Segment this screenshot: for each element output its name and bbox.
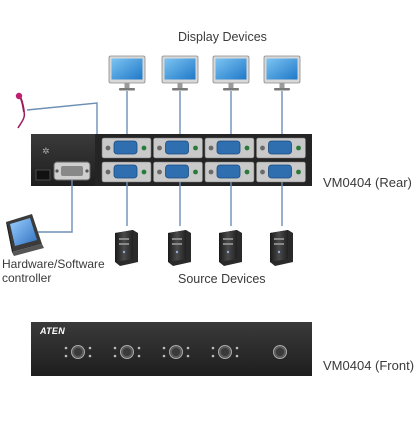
monitor-icon — [212, 55, 250, 91]
front-controls — [64, 345, 287, 359]
port-block — [256, 137, 306, 183]
front-port-button — [273, 345, 287, 359]
vga-input-port — [216, 164, 241, 179]
display-devices-label: Display Devices — [178, 30, 267, 44]
led-indicator — [113, 346, 117, 350]
led-indicator — [64, 354, 68, 358]
port-block — [204, 137, 255, 183]
source-devices-group — [115, 230, 293, 266]
pc-tower-icon — [270, 230, 293, 266]
vga-output-port — [268, 140, 292, 155]
led-indicator — [211, 354, 215, 358]
audio-port — [141, 145, 147, 151]
audio-port — [244, 145, 250, 151]
display-cables — [126, 91, 283, 142]
vga-input-port — [268, 164, 292, 179]
controller-label-line1: Hardware/Software — [2, 257, 105, 271]
brand-logo: ATEN — [40, 326, 66, 336]
audio-port — [193, 145, 198, 151]
led-indicator — [211, 346, 215, 350]
front-unit — [31, 322, 312, 376]
led-indicator — [113, 354, 117, 358]
audio-port — [141, 169, 147, 175]
front-port-button — [211, 345, 239, 359]
audio-port — [296, 145, 301, 151]
led-indicator — [137, 354, 141, 358]
led-indicator — [235, 354, 239, 358]
front-port-button — [64, 345, 92, 359]
monitor-icon — [161, 55, 199, 91]
pc-tower-icon — [168, 230, 191, 266]
front-port-button — [162, 345, 190, 359]
power-jack — [35, 169, 51, 181]
led-indicator — [88, 354, 92, 358]
rear-port-blocks — [101, 137, 306, 183]
audio-port — [296, 169, 301, 175]
source-cables — [126, 182, 283, 226]
led-indicator — [162, 354, 166, 358]
vga-output-port — [113, 140, 138, 155]
audio-port — [193, 169, 198, 175]
source-devices-label: Source Devices — [178, 272, 266, 286]
controller-label: Hardware/Software controller — [2, 257, 112, 285]
port-block — [153, 137, 203, 183]
monitor-icon — [263, 55, 301, 91]
led-indicator — [186, 346, 190, 350]
rear-unit: ✲ — [31, 134, 312, 186]
pc-tower-icon — [219, 230, 242, 266]
led-indicator — [162, 346, 166, 350]
front-unit-label: VM0404 (Front) — [323, 358, 415, 373]
pc-tower-icon — [115, 230, 138, 266]
led-indicator — [88, 346, 92, 350]
rear-unit-label: VM0404 (Rear) — [323, 175, 412, 190]
vga-input-port — [165, 164, 189, 179]
audio-port — [244, 169, 250, 175]
controller-cable — [38, 180, 73, 233]
led-indicator — [235, 346, 239, 350]
controller-label-line2: controller — [2, 271, 52, 285]
monitor-icon — [108, 55, 146, 91]
touch-panel-icon — [6, 214, 44, 256]
ir-receiver-icon — [15, 92, 98, 134]
rs232-pins — [61, 166, 83, 176]
vga-input-port — [113, 164, 138, 179]
vga-output-port — [165, 140, 189, 155]
vga-output-port — [216, 140, 241, 155]
ground-icon: ✲ — [42, 147, 50, 157]
led-indicator — [186, 354, 190, 358]
led-indicator — [137, 346, 141, 350]
led-indicator — [64, 346, 68, 350]
port-block — [101, 137, 152, 183]
front-port-button — [113, 345, 141, 359]
display-devices-group — [108, 55, 301, 91]
